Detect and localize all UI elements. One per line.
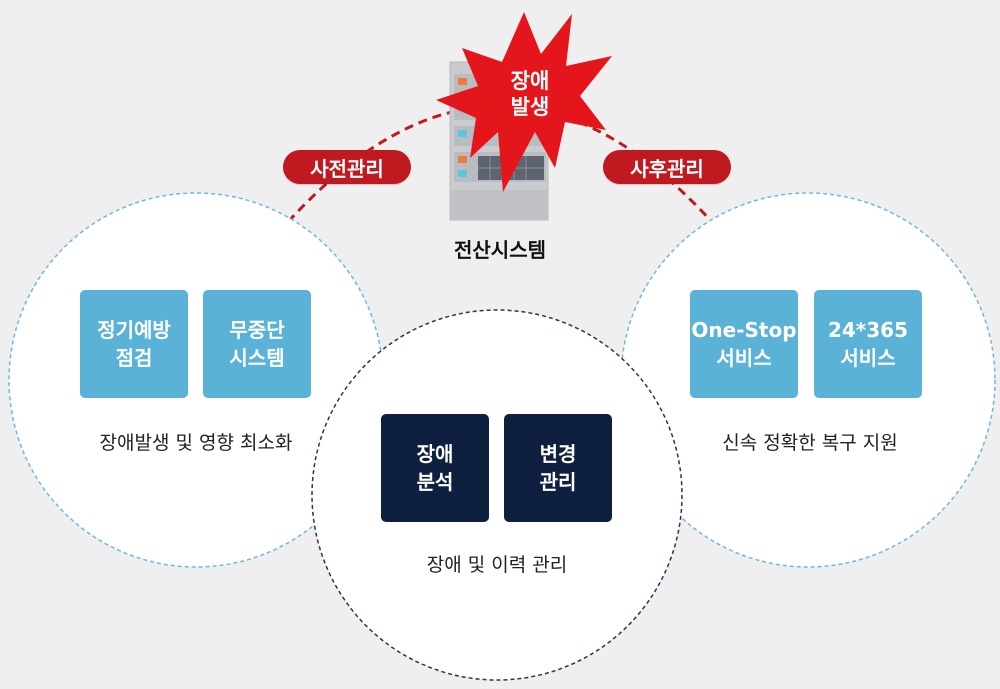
left-circle-caption: 장애발생 및 영향 최소화 bbox=[99, 432, 293, 454]
box-line: 관리 bbox=[539, 470, 577, 494]
middle-circle-caption: 장애 및 이력 관리 bbox=[426, 554, 568, 576]
right-circle-caption: 신속 정확한 복구 지원 bbox=[722, 432, 898, 454]
pre-management-badge: 사전관리 bbox=[283, 150, 411, 184]
incident-line-1: 장애 bbox=[510, 69, 550, 93]
box-line: One-Stop bbox=[691, 318, 797, 342]
box-line: 분석 bbox=[416, 470, 454, 494]
always-on-service-box: 24*365 서비스 bbox=[814, 290, 922, 398]
box-line: 변경 bbox=[539, 442, 577, 466]
right-circle bbox=[620, 192, 996, 568]
box-line: 24*365 bbox=[827, 318, 909, 342]
box-line: 정기예방 bbox=[97, 318, 171, 342]
incident-label: 장애 발생 bbox=[490, 68, 570, 120]
incident-analysis-box: 장애 분석 bbox=[381, 414, 489, 522]
box-line: 서비스 bbox=[840, 346, 896, 370]
box-line: 시스템 bbox=[229, 346, 285, 370]
box-line: 점검 bbox=[115, 346, 153, 370]
incident-burst-icon bbox=[436, 12, 612, 192]
change-management-box: 변경 관리 bbox=[504, 414, 612, 522]
periodic-inspection-box: 정기예방 점검 bbox=[80, 290, 188, 398]
box-line: 장애 bbox=[416, 442, 454, 466]
box-line: 서비스 bbox=[716, 346, 772, 370]
post-management-badge: 사후관리 bbox=[603, 150, 731, 184]
incident-line-2: 발생 bbox=[510, 95, 550, 119]
one-stop-service-box: One-Stop 서비스 bbox=[690, 290, 798, 398]
box-line: 무중단 bbox=[229, 318, 285, 342]
middle-circle bbox=[311, 309, 683, 681]
system-label: 전산시스템 bbox=[454, 238, 546, 262]
nonstop-system-box: 무중단 시스템 bbox=[203, 290, 311, 398]
